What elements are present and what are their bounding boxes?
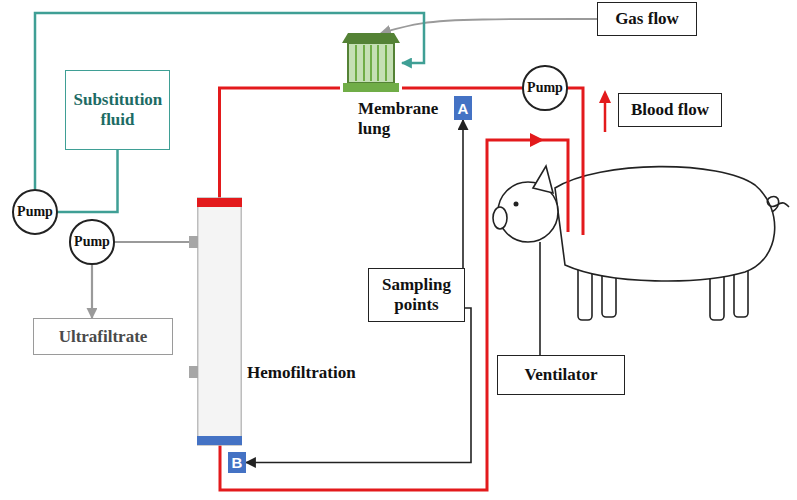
connector: [402, 87, 522, 90]
hemofilter-shape: [197, 198, 242, 445]
connector: [91, 265, 93, 318]
pump-label: Pump: [74, 234, 110, 250]
blood-flow-arrowhead: [599, 90, 611, 103]
node-label: Membrane lung: [358, 99, 448, 138]
connector: [246, 308, 471, 463]
node-label: Sampling points: [377, 275, 457, 314]
pump-circle: Pump: [12, 189, 58, 235]
node-label: Ventilator: [524, 365, 597, 385]
membrane-lung-shape: [340, 33, 402, 92]
connector: [115, 241, 197, 243]
pig-ear: [533, 166, 553, 193]
node-label: Substitution fluid: [74, 90, 162, 129]
ventilator-line: [539, 242, 541, 355]
sampling-tag: B: [228, 452, 246, 473]
connector: [381, 19, 597, 33]
pump-label: Pump: [527, 80, 563, 96]
drain-blood-line: [567, 88, 583, 235]
pig-body: [555, 167, 775, 281]
connector: [58, 150, 118, 212]
return-blood-line: [220, 140, 568, 490]
pig-tail: [767, 197, 789, 212]
sampling-tag: A: [454, 96, 472, 120]
sampling-points-box: Sampling points: [368, 268, 465, 322]
membrane-lung: Membrane lung: [340, 33, 402, 92]
gas-flow-box: Gas flow: [597, 2, 697, 36]
ultrafiltrate-box: Ultrafiltrate: [33, 318, 173, 355]
node-label: Blood flow: [631, 100, 709, 120]
tag-letter: B: [232, 454, 243, 471]
pig-snout: [493, 207, 507, 229]
tag-letter: A: [458, 100, 469, 117]
blood-flow-box: Blood flow: [618, 93, 722, 127]
flow-arrowhead: [530, 133, 544, 147]
pump-circle: Pump: [522, 65, 567, 110]
connector: [220, 88, 341, 198]
connector: [463, 120, 465, 282]
node-label: Ultrafiltrate: [59, 327, 148, 347]
pump-label: Pump: [17, 204, 53, 220]
ventilator-box: Ventilator: [497, 355, 625, 395]
substitution-fluid-box: Substitution fluid: [65, 70, 170, 150]
hemofilter: Hemofiltration: [197, 198, 242, 445]
node-label: Hemofiltration: [247, 363, 356, 383]
blood-flow-arrow: [604, 100, 607, 132]
node-label: Gas flow: [615, 9, 679, 29]
pump-circle: Pump: [69, 219, 114, 264]
pig-eye: [514, 202, 519, 207]
